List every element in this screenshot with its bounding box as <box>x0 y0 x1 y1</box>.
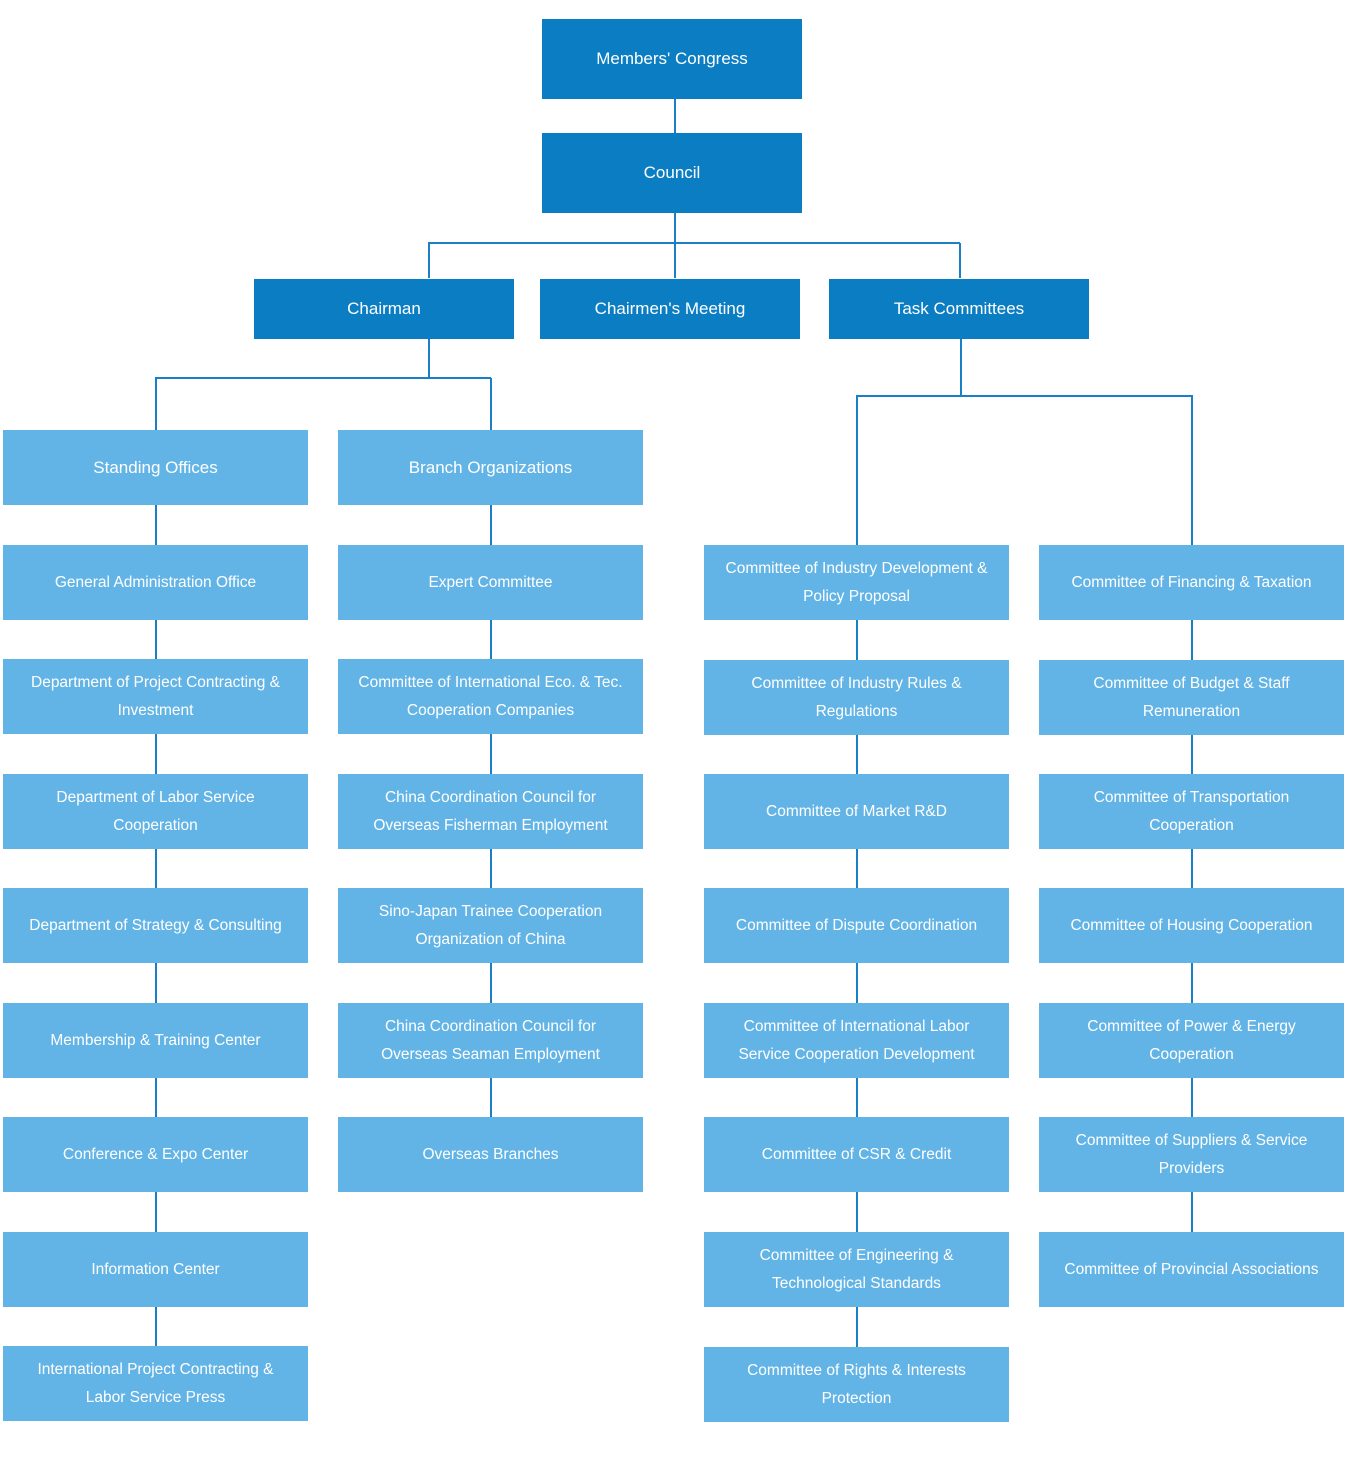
node-committee-item: Committee of Power & Energy Cooperation <box>1039 1003 1344 1078</box>
node-committee-item: Committee of Financing & Taxation <box>1039 545 1344 620</box>
node-committee-item: Committee of Rights & Interests Protecti… <box>704 1347 1009 1422</box>
node-label: Committee of Rights & Interests Protecti… <box>747 1361 966 1407</box>
node-label: Task Committees <box>893 299 1025 318</box>
node-committee-item: Committee of Transportation Cooperation <box>1039 774 1344 849</box>
node-label: Chairmen's Meeting <box>594 299 746 318</box>
node-label: Committee of International Labor Service… <box>738 1017 975 1063</box>
node-committee-item: Committee of Housing Cooperation <box>1039 888 1344 963</box>
node-label: Committee of Financing & Taxation <box>1071 573 1312 591</box>
node-label: Branch Organizations <box>408 457 573 477</box>
node-branch-organization-item: Expert Committee <box>338 545 643 620</box>
node-standing-office-item: Department of Strategy & Consulting <box>3 888 308 963</box>
node-members-congress: Members' Congress <box>539 16 802 99</box>
node-standing-office-item: Information Center <box>3 1232 308 1307</box>
node-branch-organizations: Branch Organizations <box>338 430 643 505</box>
node-label: Department of Labor Service Cooperation <box>56 788 255 834</box>
node-label: Members' Congress <box>596 49 748 68</box>
node-label: Committee of Market R&D <box>766 802 947 820</box>
node-committee-item: Committee of Industry Development & Poli… <box>704 545 1009 620</box>
node-standing-office-item: International Project Contracting & Labo… <box>3 1346 308 1421</box>
node-label: Information Center <box>91 1260 220 1278</box>
node-standing-office-item: General Administration Office <box>3 545 308 620</box>
node-label: International Project Contracting & Labo… <box>37 1360 274 1406</box>
node-branch-organization-item: Sino-Japan Trainee Cooperation Organizat… <box>338 888 643 963</box>
node-council: Council <box>539 130 802 213</box>
node-committee-item: Committee of Engineering & Technological… <box>704 1232 1009 1307</box>
node-label: Committee of Industry Development & Poli… <box>725 559 988 605</box>
node-standing-offices: Standing Offices <box>3 430 308 505</box>
node-committee-item: Committee of Dispute Coordination <box>704 888 1009 963</box>
node-label: Sino-Japan Trainee Cooperation Organizat… <box>378 902 603 948</box>
node-label: Membership & Training Center <box>50 1031 261 1049</box>
node-branch-organization-item: China Coordination Council for Overseas … <box>338 774 643 849</box>
node-chairman: Chairman <box>251 276 514 339</box>
node-label: Council <box>643 163 701 182</box>
node-standing-office-item: Department of Project Contracting & Inve… <box>3 659 308 734</box>
node-label: Committee of Budget & Staff Remuneration <box>1093 674 1290 720</box>
node-label: Overseas Branches <box>422 1145 559 1163</box>
node-label: Committee of CSR & Credit <box>761 1145 952 1163</box>
node-label: Committee of Dispute Coordination <box>735 916 978 934</box>
node-chairmens-meeting: Chairmen's Meeting <box>537 276 800 339</box>
node-label: Committee of Power & Energy Cooperation <box>1087 1017 1296 1063</box>
node-committee-item: Committee of Provincial Associations <box>1039 1232 1344 1307</box>
node-standing-office-item: Conference & Expo Center <box>3 1117 308 1192</box>
node-standing-office-item: Department of Labor Service Cooperation <box>3 774 308 849</box>
node-label: Conference & Expo Center <box>62 1145 249 1163</box>
node-committee-item: Committee of Market R&D <box>704 774 1009 849</box>
node-label: China Coordination Council for Overseas … <box>381 1017 600 1063</box>
node-committee-item: Committee of Suppliers & Service Provide… <box>1039 1117 1344 1192</box>
node-committee-item: Committee of Industry Rules & Regulation… <box>704 660 1009 735</box>
node-label: Committee of Suppliers & Service Provide… <box>1075 1131 1308 1177</box>
node-label: Department of Strategy & Consulting <box>29 916 282 934</box>
node-label: Expert Committee <box>428 573 553 591</box>
node-label: Committee of Industry Rules & Regulation… <box>751 674 962 720</box>
node-branch-organization-item: China Coordination Council for Overseas … <box>338 1003 643 1078</box>
node-label: Committee of Engineering & Technological… <box>759 1246 954 1292</box>
node-branch-organization-item: Overseas Branches <box>338 1117 643 1192</box>
node-label: Department of Project Contracting & Inve… <box>31 673 280 719</box>
node-branch-organization-item: Committee of International Eco. & Tec. C… <box>338 659 643 734</box>
node-standing-office-item: Membership & Training Center <box>3 1003 308 1078</box>
node-label: Committee of International Eco. & Tec. C… <box>358 673 623 719</box>
node-task-committees: Task Committees <box>826 276 1089 339</box>
node-label: Chairman <box>347 299 421 318</box>
node-label: General Administration Office <box>54 573 257 591</box>
node-label: Committee of Provincial Associations <box>1064 1260 1319 1278</box>
node-label: China Coordination Council for Overseas … <box>373 788 608 834</box>
node-committee-item: Committee of International Labor Service… <box>704 1003 1009 1078</box>
node-committee-item: Committee of CSR & Credit <box>704 1117 1009 1192</box>
node-committee-item: Committee of Budget & Staff Remuneration <box>1039 660 1344 735</box>
node-label: Committee of Housing Cooperation <box>1070 916 1313 934</box>
node-label: Standing Offices <box>93 457 218 477</box>
node-label: Committee of Transportation Cooperation <box>1093 788 1290 834</box>
